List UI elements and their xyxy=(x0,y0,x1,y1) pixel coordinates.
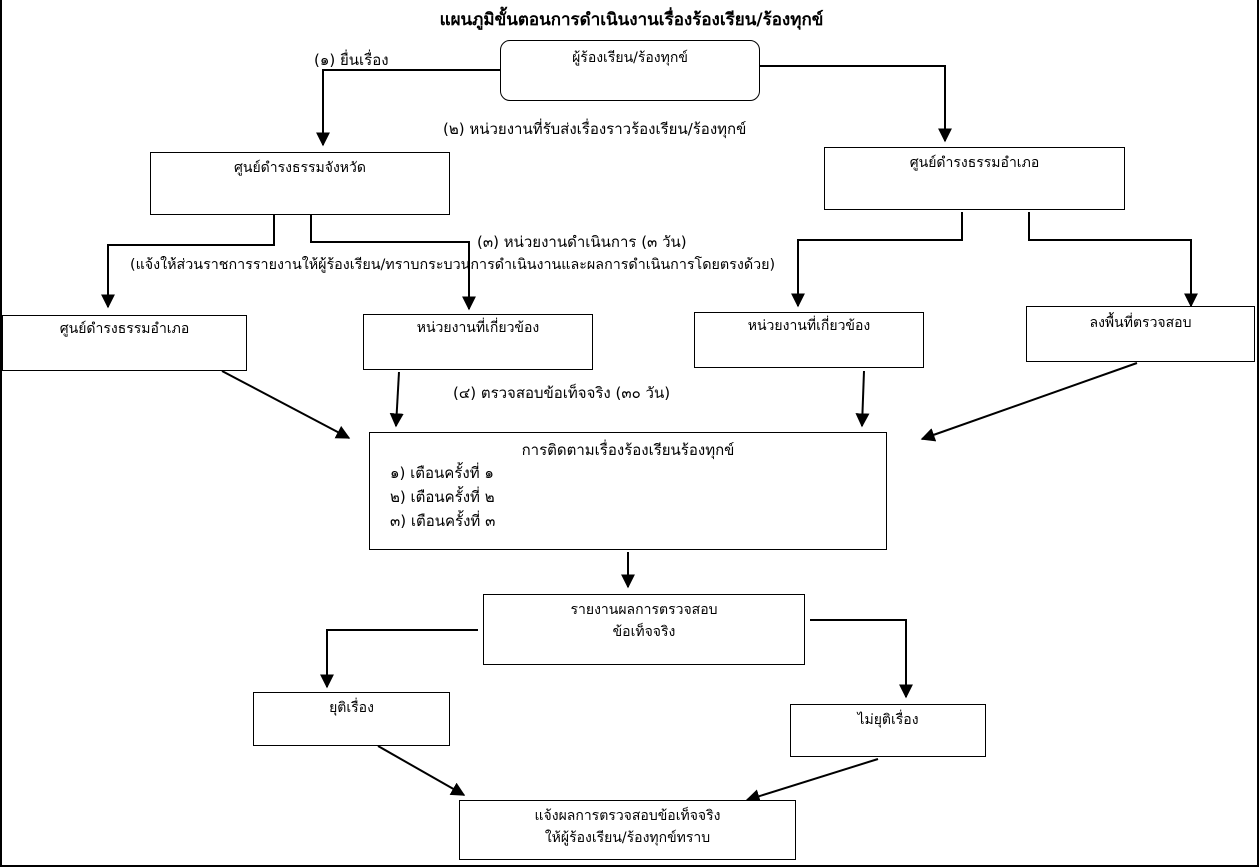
node-notify: แจ้งผลการตรวจสอบข้อเท็จจริง ให้ผู้ร้องเร… xyxy=(459,800,796,860)
node-case-not-closed: ไม่ยุติเรื่อง xyxy=(790,704,986,757)
node-field-inspection: ลงพื้นที่ตรวจสอบ xyxy=(1026,306,1255,362)
node-related-agency-1: หน่วยงานที่เกี่ยวข้อง xyxy=(363,314,593,370)
arrow-to-district-center-right xyxy=(760,65,952,143)
label-step4: (๔) ตรวจสอบข้อเท็จจริง (๓๐ วัน) xyxy=(453,384,671,402)
arrow-district-left-to-follow-up xyxy=(221,370,351,439)
node-district-center-right: ศูนย์ดำรงธรรมอำเภอ xyxy=(824,147,1125,210)
label-step3-note: (แจ้งให้ส่วนราชการรายงานให้ผู้ร้องเรียน/… xyxy=(130,257,776,273)
follow-up-item: ๓) เตือนครั้งที่ ๓ xyxy=(390,512,496,530)
arrow-closed-to-notify xyxy=(377,745,466,796)
label-step1: (๑) ยื่นเรื่อง xyxy=(314,51,389,69)
arrow-to-field-inspection xyxy=(1028,212,1198,308)
arrow-agency2-to-follow-up xyxy=(855,370,870,428)
arrow-not-closed-to-notify xyxy=(745,758,879,803)
node-follow-up: การติดตามเรื่องร้องเรียนร้องทุกข์ ๑) เตื… xyxy=(369,432,887,550)
chart-title: แผนภูมิขั้นตอนการดำเนินงานเรื่องร้องเรีย… xyxy=(439,10,824,30)
follow-up-item: ๒) เตือนครั้งที่ ๒ xyxy=(390,488,495,506)
node-report: รายงานผลการตรวจสอบ ข้อเท็จจริง xyxy=(483,594,805,665)
label-step3: (๓) หน่วยงานดำเนินการ (๓ วัน) xyxy=(477,233,687,251)
node-case-closed: ยุติเรื่อง xyxy=(253,692,450,746)
arrow-to-related-agency-2 xyxy=(791,212,963,308)
arrow-field-to-follow-up xyxy=(920,362,1138,442)
node-related-agency-2: หน่วยงานที่เกี่ยวข้อง xyxy=(694,312,924,368)
arrow-report-to-closed xyxy=(320,629,478,689)
arrow-to-district-center-left xyxy=(101,215,275,309)
right-edge-border xyxy=(1257,0,1259,867)
node-complainant: ผู้ร้องเรียน/ร้องทุกข์ xyxy=(500,40,760,101)
arrow-agency1-to-follow-up xyxy=(389,371,404,428)
arrow-report-to-not-closed xyxy=(810,619,913,699)
label-step2: (๒) หน่วยงานที่รับส่งเรื่องราวร้องเรียน/… xyxy=(443,120,747,138)
node-district-center-left: ศูนย์ดำรงธรรมอำเภอ xyxy=(2,315,247,371)
arrow-to-provincial-center xyxy=(316,69,500,147)
follow-up-item: ๑) เตือนครั้งที่ ๑ xyxy=(390,464,494,482)
arrow-to-related-agency-1 xyxy=(310,215,476,311)
node-provincial-center: ศูนย์ดำรงธรรมจังหวัด xyxy=(150,152,450,215)
follow-up-title: การติดตามเรื่องร้องเรียนร้องทุกข์ xyxy=(521,441,735,459)
